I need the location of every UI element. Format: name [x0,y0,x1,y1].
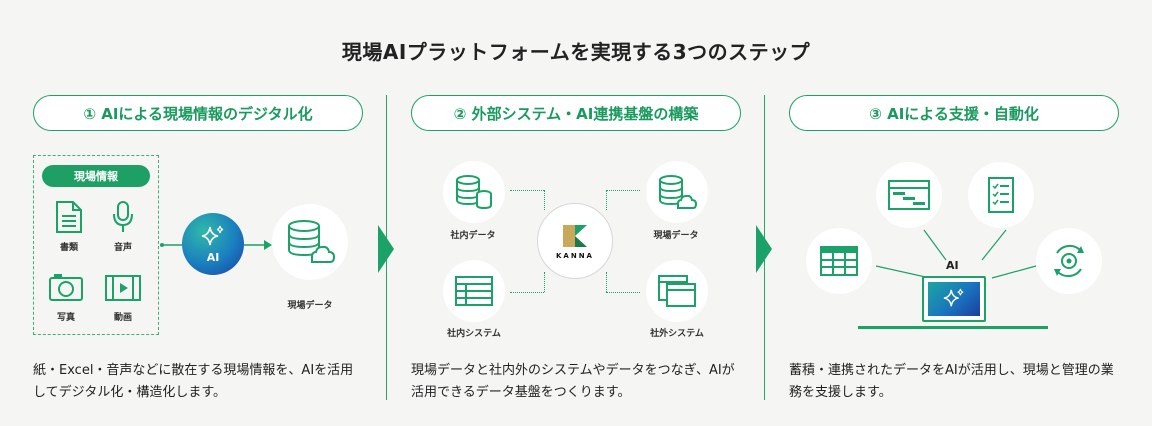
node-label: 社内システム [447,329,501,339]
source-label: 書類 [59,243,78,253]
connector-line [544,190,545,210]
connector-line [510,292,544,293]
source-group-label: 現場情報 [42,165,150,187]
connector-lines [875,229,1037,279]
source-label: 動画 [113,313,132,323]
gear-node [1036,228,1102,294]
connector-line [606,190,640,191]
ai-label: AI [946,259,959,272]
checklist-node [968,162,1034,228]
step2-description: 現場データと社内外のシステムやデータをつなぎ、AIが活用できるデータ基盤をつくり… [411,363,735,400]
source-label: 写真 [56,313,75,323]
ai-badge: AI [182,213,244,275]
video-icon [105,275,141,301]
connector-line [606,292,640,293]
database-icon [456,175,492,210]
microphone-icon [113,201,133,232]
node-internal-system [443,260,505,322]
kanna-logo-icon [563,224,587,247]
table-icon [820,246,858,276]
laptop-base [858,326,1048,329]
document-icon [56,201,82,233]
node-site-data [646,161,708,223]
step2-heading: ② 外部システム・AI連携基盤の構築 [411,95,741,131]
sparkle-icon [943,288,964,307]
output-data-node [272,204,348,280]
gear-cycle-icon [1054,244,1084,278]
node-label: 現場データ [653,231,699,241]
connector-line [544,272,545,292]
database-cloud-icon [659,175,698,209]
table-node [806,228,872,294]
windows-icon [658,275,696,307]
spreadsheet-icon [455,276,493,306]
node-internal-data [443,161,505,223]
page-title: 現場AIプラットフォームを実現する3つのステップ [341,40,811,64]
node-label: 社内データ [450,231,496,241]
connector-line [606,272,607,292]
arrow-icon [160,243,182,247]
connector-line [606,190,607,210]
output-data-label: 現場データ [287,301,333,311]
step3-description: 蓄積・連携されたデータをAIが活用し、現場と管理の業務を支援します。 [789,363,1114,400]
laptop-screen [928,282,980,316]
step1-description: 紙・Excel・音声などに散在する現場情報を、AIを活用してデジタル化・構造化し… [33,363,354,400]
arrow-icon [244,240,272,250]
node-label: 社外システム [650,329,704,339]
laptop-icon [922,276,986,322]
ai-label: AI [206,250,220,264]
source-label: 音声 [113,243,132,253]
sparkle-icon [201,225,224,245]
kanna-label: KANNA [556,251,594,260]
step3-heading: ③ AIによる支援・自動化 [789,95,1119,131]
step1-heading: ① AIによる現場情報のデジタル化 [33,95,363,131]
gantt-icon [888,180,930,210]
node-external-system [646,260,708,322]
gantt-node [876,162,942,228]
next-step-arrow-icon [378,225,394,273]
source-group [33,155,159,335]
connector-line [510,190,544,191]
kanna-hub: KANNA [537,203,613,279]
camera-icon [49,274,83,301]
database-cloud-icon [288,220,336,263]
checklist-icon [988,177,1014,213]
next-step-arrow-icon [756,225,772,273]
